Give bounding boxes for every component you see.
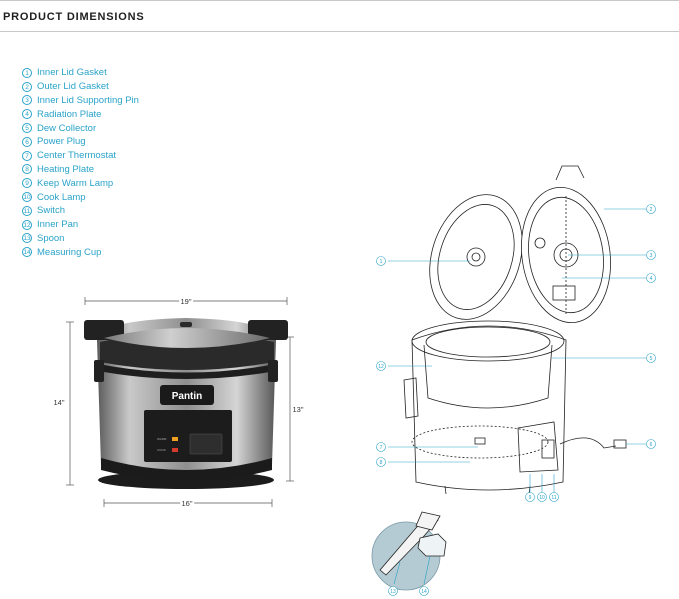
- part-number: 9: [22, 178, 32, 189]
- lamp-warm-label: WARM: [157, 437, 167, 441]
- part-label: Outer Lid Gasket: [37, 81, 109, 93]
- svg-text:9: 9: [529, 495, 532, 501]
- callout-10: [537, 492, 547, 502]
- svg-text:12: 12: [378, 364, 384, 370]
- svg-text:3: 3: [650, 253, 653, 259]
- svg-text:13: 13: [390, 589, 396, 595]
- callout-lines: [388, 208, 646, 585]
- part-label: Keep Warm Lamp: [37, 177, 114, 189]
- svg-text:1: 1: [380, 259, 383, 265]
- part-number: 8: [22, 164, 32, 175]
- list-item: 11 Switch: [22, 204, 139, 218]
- dim-height-left: 14": [53, 398, 64, 407]
- list-item: 9 Keep Warm Lamp: [22, 176, 139, 190]
- svg-text:10: 10: [539, 495, 545, 501]
- list-item: 4 Radiation Plate: [22, 107, 139, 121]
- part-number: 14: [22, 247, 32, 258]
- part-label: Measuring Cup: [37, 246, 102, 258]
- svg-text:7: 7: [380, 445, 383, 451]
- list-item: 6 Power Plug: [22, 135, 139, 149]
- page-header: PRODUCT DIMENSIONS: [0, 0, 679, 32]
- list-item: 13 Spoon: [22, 232, 139, 246]
- part-number: 11: [22, 205, 32, 216]
- svg-text:11: 11: [551, 495, 556, 501]
- callout-5: [646, 353, 656, 363]
- callout-9: [525, 492, 535, 502]
- rice-cooker-photo: Pantin WARM COOK: [84, 318, 288, 489]
- part-label: Heating Plate: [37, 163, 95, 175]
- brand-logo: Pantin: [172, 391, 203, 402]
- dim-height-right: 13": [292, 405, 303, 414]
- list-item: 14 Measuring Cup: [22, 245, 139, 259]
- list-item: 8 Heating Plate: [22, 163, 139, 177]
- part-label: Radiation Plate: [37, 108, 102, 120]
- part-number: 13: [22, 233, 32, 244]
- part-number: 12: [22, 219, 32, 230]
- lamp-cook-label: COOK: [157, 448, 166, 452]
- svg-text:14: 14: [421, 589, 427, 595]
- part-number: 3: [22, 95, 32, 106]
- page-title: PRODUCT DIMENSIONS: [3, 11, 145, 23]
- part-number: 5: [22, 123, 32, 134]
- exploded-diagram: [371, 165, 627, 591]
- part-label: Cook Lamp: [37, 191, 86, 203]
- part-label: Power Plug: [37, 136, 86, 148]
- part-label: Center Thermostat: [37, 150, 117, 162]
- callout-13: [388, 586, 398, 596]
- svg-text:2: 2: [650, 207, 653, 213]
- part-label: Switch: [37, 205, 65, 217]
- dim-width-top: 19": [180, 297, 191, 306]
- svg-text:5: 5: [650, 356, 653, 362]
- callout-7: [376, 442, 386, 452]
- callout-11: [549, 492, 559, 502]
- callout-4: [646, 273, 656, 283]
- callout-8: [376, 457, 386, 467]
- svg-text:4: 4: [650, 276, 653, 282]
- svg-text:8: 8: [380, 460, 383, 466]
- part-label: Inner Lid Gasket: [37, 67, 107, 79]
- list-item: 2 Outer Lid Gasket: [22, 80, 139, 94]
- callout-3: [646, 250, 656, 260]
- part-label: Inner Pan: [37, 219, 79, 231]
- dimension-lines: [66, 297, 294, 507]
- part-number: 1: [22, 67, 32, 78]
- part-number: 10: [22, 192, 32, 203]
- list-item: 1 Inner Lid Gasket: [22, 66, 139, 80]
- list-item: 10 Cook Lamp: [22, 190, 139, 204]
- part-number: 7: [22, 150, 32, 161]
- callout-2: [646, 204, 656, 214]
- list-item: 12 Inner Pan: [22, 218, 139, 232]
- callout-12: [376, 361, 386, 371]
- callout-6: [646, 439, 656, 449]
- part-label: Inner Lid Supporting Pin: [37, 94, 139, 106]
- part-number: 2: [22, 81, 32, 92]
- svg-text:6: 6: [650, 442, 653, 448]
- list-item: 3 Inner Lid Supporting Pin: [22, 94, 139, 108]
- part-label: Dew Collector: [37, 122, 97, 134]
- list-item: 5 Dew Collector: [22, 121, 139, 135]
- callout-14: [419, 586, 429, 596]
- part-number: 4: [22, 109, 32, 120]
- callout-1: [376, 256, 386, 266]
- dim-width-bottom: 16": [181, 499, 192, 508]
- part-number: 6: [22, 136, 32, 147]
- list-item: 7 Center Thermostat: [22, 149, 139, 163]
- callout-markers: 1 2 3 4 5 6 7 8 9 10 11 12 13 14: [376, 204, 656, 596]
- part-label: Spoon: [37, 232, 65, 244]
